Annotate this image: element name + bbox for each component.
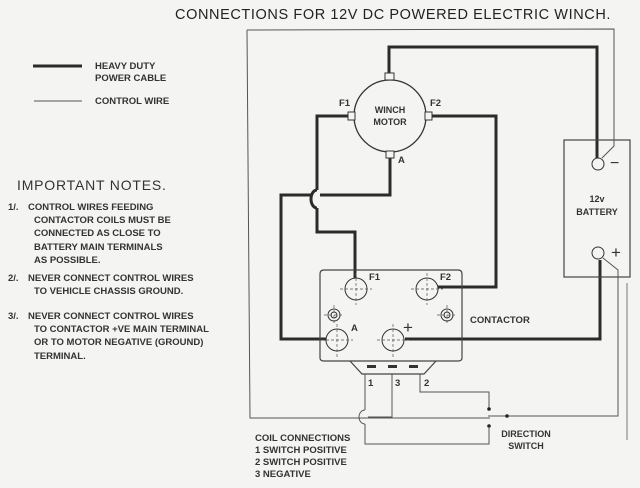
contactor-plus-label: + [403, 318, 413, 337]
cable-to-contactor-a [279, 193, 335, 341]
motor-terminal-f2 [424, 111, 433, 121]
legend-heavy-label: HEAVY DUTY POWER CABLE [95, 61, 166, 85]
motor-f2-label: F2 [430, 98, 442, 109]
note-line: AS POSSIBLE. [34, 254, 101, 266]
direction-switch-label: DIRECTION SWITCH [498, 428, 554, 452]
crossover-hump [309, 188, 318, 210]
cable-to-contactor-f1 [315, 208, 357, 285]
note-line: BATTERY MAIN TERMINALS [34, 241, 163, 253]
note-line: CONTACTOR COILS MUST BE [34, 215, 171, 227]
terminal-crosshairs [321, 273, 457, 358]
control-wire-battery-negative [601, 137, 615, 159]
contactor-f2-label: F2 [440, 272, 452, 283]
motor-terminal-top [384, 72, 395, 81]
switch-contact-bottom [487, 424, 491, 428]
contactor-terminals [325, 277, 454, 352]
motor-terminal-a [385, 150, 395, 159]
note-line: NEVER CONNECT CONTROL WIRES [28, 273, 194, 284]
note-line: CONNECTED AS CLOSE TO [34, 228, 161, 240]
motor-terminal-f1 [347, 111, 356, 121]
battery-label: 12v BATTERY [572, 193, 622, 219]
cable-f2 [426, 114, 498, 289]
coil-connections: COIL CONNECTIONS 1 SWITCH POSITIVE 2 SWI… [255, 433, 350, 481]
switch-contact-top [487, 407, 491, 411]
switch-label-line-2: SWITCH [508, 441, 544, 451]
contactor-a-label: A [351, 323, 358, 334]
note-line: OR TO MOTOR NEGATIVE (GROUND) [34, 337, 204, 349]
wire-pin-1-to-switch [364, 424, 490, 445]
wire-pin-2 [419, 374, 490, 408]
battery-box [563, 139, 631, 278]
motor-label-line-1: WINCH [374, 105, 406, 115]
note-line: TERMINAL. [34, 350, 86, 362]
coil-connection-item: 1 SWITCH POSITIVE [255, 445, 347, 456]
note-2: 2/. NEVER CONNECT CONTROL WIRES TO VEHICL… [8, 272, 194, 298]
coil-pin-3 [388, 365, 397, 368]
coil-connection-item: 2 SWITCH POSITIVE [255, 457, 347, 468]
coil-connections-heading: COIL CONNECTIONS [255, 433, 351, 444]
coil-pin-1-label: 1 [368, 378, 374, 389]
wire-pin-3 [368, 374, 393, 418]
legend-control-label: CONTROL WIRE [95, 96, 170, 107]
battery-negative-symbol: − [610, 155, 620, 172]
motor-f1-label: F1 [339, 98, 351, 109]
legend-heavy-line-1: HEAVY DUTY [95, 61, 156, 72]
note-line: TO CONTACTOR +VE MAIN TERMINAL [34, 324, 209, 336]
coil-control-wires [364, 374, 505, 445]
note-3: 3/. NEVER CONNECT CONTROL WIRES TO CONTAC… [8, 310, 209, 363]
notes-heading: IMPORTANT NOTES. [17, 177, 167, 193]
note-number: 1/. [8, 202, 19, 213]
coil-connection-item: 3 NEGATIVE [255, 469, 311, 480]
note-number: 2/. [8, 273, 19, 284]
frame-left-bottom [246, 29, 490, 419]
contactor-label: CONTACTOR [470, 315, 530, 326]
note-line: CONTROL WIRES FEEDING [28, 202, 154, 213]
battery-label-voltage: 12v [589, 194, 605, 204]
battery-positive-terminal [591, 246, 605, 260]
cable-f1-upper [315, 114, 348, 190]
coil-pin-2-label: 2 [424, 378, 430, 389]
control-wire-battery-positive [490, 257, 619, 417]
frame-top [246, 28, 615, 137]
battery-negative-terminal [591, 157, 605, 171]
note-number: 3/. [8, 311, 19, 322]
contactor-body [319, 269, 463, 362]
switch-pivot [505, 414, 509, 418]
note-1: 1/. CONTROL WIRES FEEDING CONTACTOR COILS… [8, 201, 171, 267]
battery-label-name: BATTERY [576, 207, 618, 217]
heavy-cables [279, 45, 602, 341]
note-line: NEVER CONNECT CONTROL WIRES [28, 311, 194, 322]
motor-a-label: A [398, 155, 405, 166]
coil-pin-1 [367, 365, 376, 368]
coil-pin-3-label: 3 [395, 378, 401, 389]
legend-heavy-line-2: POWER CABLE [95, 73, 167, 84]
contactor-connector [349, 360, 437, 375]
cable-motor-a [320, 155, 392, 197]
note-line: TO VEHICLE CHASSIS GROUND. [34, 286, 184, 298]
motor-label-line-2: MOTOR [373, 117, 407, 127]
switch-label-line-1: DIRECTION [501, 429, 551, 439]
coil-pin-2 [409, 365, 418, 368]
motor-label: WINCH MOTOR [368, 104, 412, 128]
cable-positive [405, 260, 602, 341]
battery-positive-symbol: + [611, 243, 621, 262]
cable-motor-to-battery-negative [387, 45, 599, 160]
diagram-title: CONNECTIONS FOR 12V DC POWERED ELECTRIC … [175, 7, 612, 23]
contactor-f1-label: F1 [369, 272, 381, 283]
coil-crossover-hump [358, 409, 366, 425]
